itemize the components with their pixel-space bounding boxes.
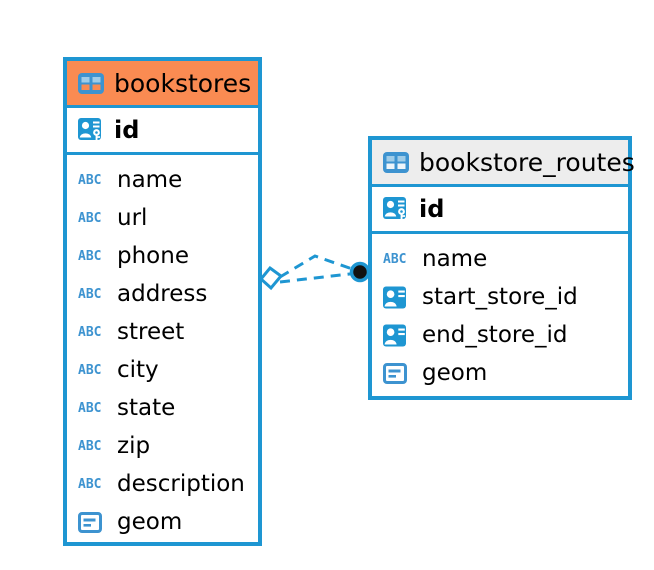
abc-text-icon: ABC bbox=[78, 324, 102, 340]
abc-text-icon: ABC bbox=[78, 286, 102, 302]
primary-key-icon bbox=[383, 196, 411, 222]
table-icon bbox=[383, 151, 409, 173]
field-row[interactable]: ABC description bbox=[78, 465, 247, 503]
relationship-connector[interactable] bbox=[258, 238, 378, 308]
abc-text-icon: ABC bbox=[78, 362, 102, 378]
geometry-icon bbox=[78, 511, 108, 533]
field-row[interactable]: geom bbox=[78, 503, 247, 541]
field-row[interactable]: end_store_id bbox=[383, 316, 617, 354]
field-row[interactable]: ABC city bbox=[78, 351, 247, 389]
primary-key-label: id bbox=[419, 195, 445, 223]
abc-text-icon: ABC bbox=[78, 476, 102, 492]
abc-text-icon: ABC bbox=[78, 172, 102, 188]
field-name: end_store_id bbox=[422, 321, 568, 348]
field-name: url bbox=[117, 204, 148, 231]
primary-key-icon bbox=[78, 117, 106, 143]
relationship-line-lower bbox=[279, 271, 359, 284]
entity-header-bookstores[interactable]: bookstores bbox=[67, 61, 258, 108]
table-icon bbox=[78, 72, 104, 94]
geometry-icon bbox=[383, 362, 413, 384]
field-name: name bbox=[117, 166, 183, 193]
field-name: name bbox=[422, 245, 488, 272]
abc-text-icon: ABC bbox=[78, 248, 102, 264]
field-name: geom bbox=[422, 359, 488, 386]
relationship-line-upper bbox=[279, 254, 359, 279]
field-name: state bbox=[117, 394, 176, 421]
entity-title: bookstores bbox=[114, 68, 252, 98]
foreign-key-icon bbox=[383, 324, 413, 347]
entity-bookstores[interactable]: bookstores id ABC bbox=[63, 57, 262, 546]
abc-text-icon: ABC bbox=[383, 251, 407, 267]
field-row[interactable]: start_store_id bbox=[383, 278, 617, 316]
field-name: geom bbox=[117, 508, 183, 535]
diamond-marker bbox=[258, 265, 284, 291]
field-name: address bbox=[117, 280, 208, 307]
field-name: description bbox=[117, 470, 245, 497]
field-name: city bbox=[117, 356, 159, 383]
primary-key-row-bookstore-routes[interactable]: id bbox=[372, 187, 628, 234]
field-name: phone bbox=[117, 242, 189, 269]
field-name: street bbox=[117, 318, 185, 345]
filled-circle-marker bbox=[349, 261, 371, 283]
field-row[interactable]: ABC address bbox=[78, 275, 247, 313]
abc-text-icon: ABC bbox=[78, 400, 102, 416]
field-row[interactable]: ABC state bbox=[78, 389, 247, 427]
field-row[interactable]: ABC phone bbox=[78, 237, 247, 275]
field-row[interactable]: ABC name bbox=[78, 161, 247, 199]
field-list-bookstore-routes: ABC name start_store_id bbox=[372, 234, 628, 400]
entity-header-bookstore-routes[interactable]: bookstore_routes bbox=[372, 140, 635, 187]
entity-title: bookstore_routes bbox=[419, 147, 635, 177]
field-row[interactable]: geom bbox=[383, 354, 617, 392]
abc-text-icon: ABC bbox=[78, 210, 102, 226]
foreign-key-icon bbox=[383, 286, 413, 309]
field-row[interactable]: ABC zip bbox=[78, 427, 247, 465]
field-name: start_store_id bbox=[422, 283, 578, 310]
primary-key-row-bookstores[interactable]: id bbox=[67, 108, 258, 155]
abc-text-icon: ABC bbox=[78, 438, 102, 454]
entity-bookstore-routes[interactable]: bookstore_routes id ABC bbox=[368, 136, 635, 400]
field-row[interactable]: ABC url bbox=[78, 199, 247, 237]
field-row[interactable]: ABC street bbox=[78, 313, 247, 351]
field-list-bookstores: ABC name ABC url ABC phone ABC address A… bbox=[67, 155, 258, 549]
field-row[interactable]: ABC name bbox=[383, 240, 617, 278]
field-name: zip bbox=[117, 432, 151, 459]
primary-key-label: id bbox=[114, 116, 140, 144]
